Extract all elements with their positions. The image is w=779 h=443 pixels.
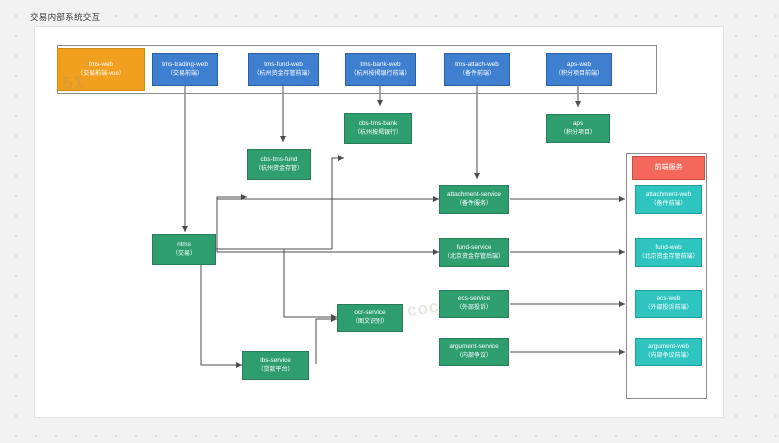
node-ecs-service[interactable]: ecs-service （外部投诉） <box>439 290 509 318</box>
node-sublabel: （交易） <box>171 250 196 257</box>
node-label: aps <box>572 119 584 127</box>
node-aps[interactable]: aps （积分项目） <box>546 114 610 143</box>
node-sublabel: （外部投诉前端） <box>644 305 693 312</box>
node-cbs-tms-bank[interactable]: cbs-tms-bank （杭州按揭银行） <box>344 113 412 144</box>
node-label: tms-web <box>88 60 114 68</box>
node-sublabel: （备件服务） <box>455 200 492 207</box>
node-sublabel: （杭州资金存管） <box>254 165 303 172</box>
node-label: 前端服务 <box>654 163 683 171</box>
node-sublabel: （杭州按揭银行） <box>353 129 402 136</box>
node-sublabel: （交易前端） <box>166 70 203 77</box>
node-sublabel: （杭州资金存管前端） <box>253 70 314 77</box>
node-label: aps-web <box>566 60 592 68</box>
node-tms-fund-web[interactable]: tms-fund-web （杭州资金存管前端） <box>248 53 319 86</box>
node-label: argument-web <box>648 343 689 351</box>
node-sublabel: （积分项目前端） <box>554 70 603 77</box>
node-sublabel: （内部争议） <box>455 353 492 360</box>
node-lbs-service[interactable]: lbs-service （贷款平台） <box>242 351 309 380</box>
node-fund-service[interactable]: fund-service （北京资金存管后端） <box>439 238 509 267</box>
node-attachment-web[interactable]: attachment-web （备件前端） <box>635 185 702 214</box>
node-tms-bank-web[interactable]: tms-bank-web （杭州按揭银行前端） <box>345 53 416 86</box>
node-argument-service[interactable]: argument-service （内部争议） <box>439 338 509 366</box>
node-sublabel: （外部投诉） <box>455 305 492 312</box>
node-sublabel: （贷款平台） <box>257 366 294 373</box>
node-label: lbs-service <box>260 356 291 364</box>
node-label: ecs-web <box>656 295 681 303</box>
node-frontend-services-header: 前端服务 <box>632 156 705 180</box>
node-sublabel: （北京资金存管前端） <box>638 253 699 260</box>
node-label: ecs-service <box>457 295 491 303</box>
node-sublabel: （备件前端） <box>458 70 495 77</box>
node-label: cbs-tms-fund <box>260 155 298 163</box>
node-label: attachment-web <box>645 190 692 198</box>
node-sublabel: （杭州按揭银行前端） <box>350 70 411 77</box>
node-label: fund-web <box>655 243 682 251</box>
node-aps-web[interactable]: aps-web （积分项目前端） <box>546 53 612 86</box>
page-title: 交易内部系统交互 <box>30 12 101 22</box>
node-label: fund-service <box>456 243 492 251</box>
node-sublabel: （积分项目） <box>559 129 596 136</box>
node-sublabel: （图文识别） <box>351 319 388 326</box>
node-tms-trading-web[interactable]: tms-trading-web （交易前端） <box>152 53 218 86</box>
node-tms-web[interactable]: tms-web （交易前端-vue） <box>57 48 145 91</box>
node-attachment-service[interactable]: attachment-service （备件服务） <box>439 185 509 214</box>
diagram-canvas: tms-web （交易前端-vue） tms-trading-web （交易前端… <box>34 26 724 418</box>
node-label: tms-bank-web <box>360 60 401 68</box>
frontend-services-group-frame <box>626 153 707 399</box>
node-fund-web[interactable]: fund-web （北京资金存管前端） <box>635 238 702 267</box>
node-label: argument-service <box>449 343 499 351</box>
node-tms-attach-web[interactable]: tms-attach-web （备件前端） <box>444 53 510 86</box>
node-argument-web[interactable]: argument-web （内部争议前端） <box>635 338 702 366</box>
node-cbs-tms-fund[interactable]: cbs-tms-fund （杭州资金存管） <box>247 149 311 180</box>
node-label: tms-fund-web <box>264 60 303 68</box>
node-label: ntms <box>177 240 191 248</box>
node-label: tms-attach-web <box>455 60 499 68</box>
node-sublabel: （备件前端） <box>650 200 687 207</box>
node-label: ocr-service <box>354 309 386 317</box>
node-label: tms-trading-web <box>162 60 208 68</box>
node-label: cbs-tms-bank <box>358 119 398 127</box>
node-ntms[interactable]: ntms （交易） <box>152 234 216 265</box>
node-label: attachment-service <box>447 190 501 198</box>
node-sublabel: （交易前端-vue） <box>77 70 125 77</box>
node-ecs-web[interactable]: ecs-web （外部投诉前端） <box>635 290 702 318</box>
node-ocr-service[interactable]: ocr-service （图文识别） <box>337 304 403 332</box>
watermark-right: coc <box>405 296 441 321</box>
node-sublabel: （内部争议前端） <box>644 353 693 360</box>
node-sublabel: （北京资金存管后端） <box>443 253 504 260</box>
